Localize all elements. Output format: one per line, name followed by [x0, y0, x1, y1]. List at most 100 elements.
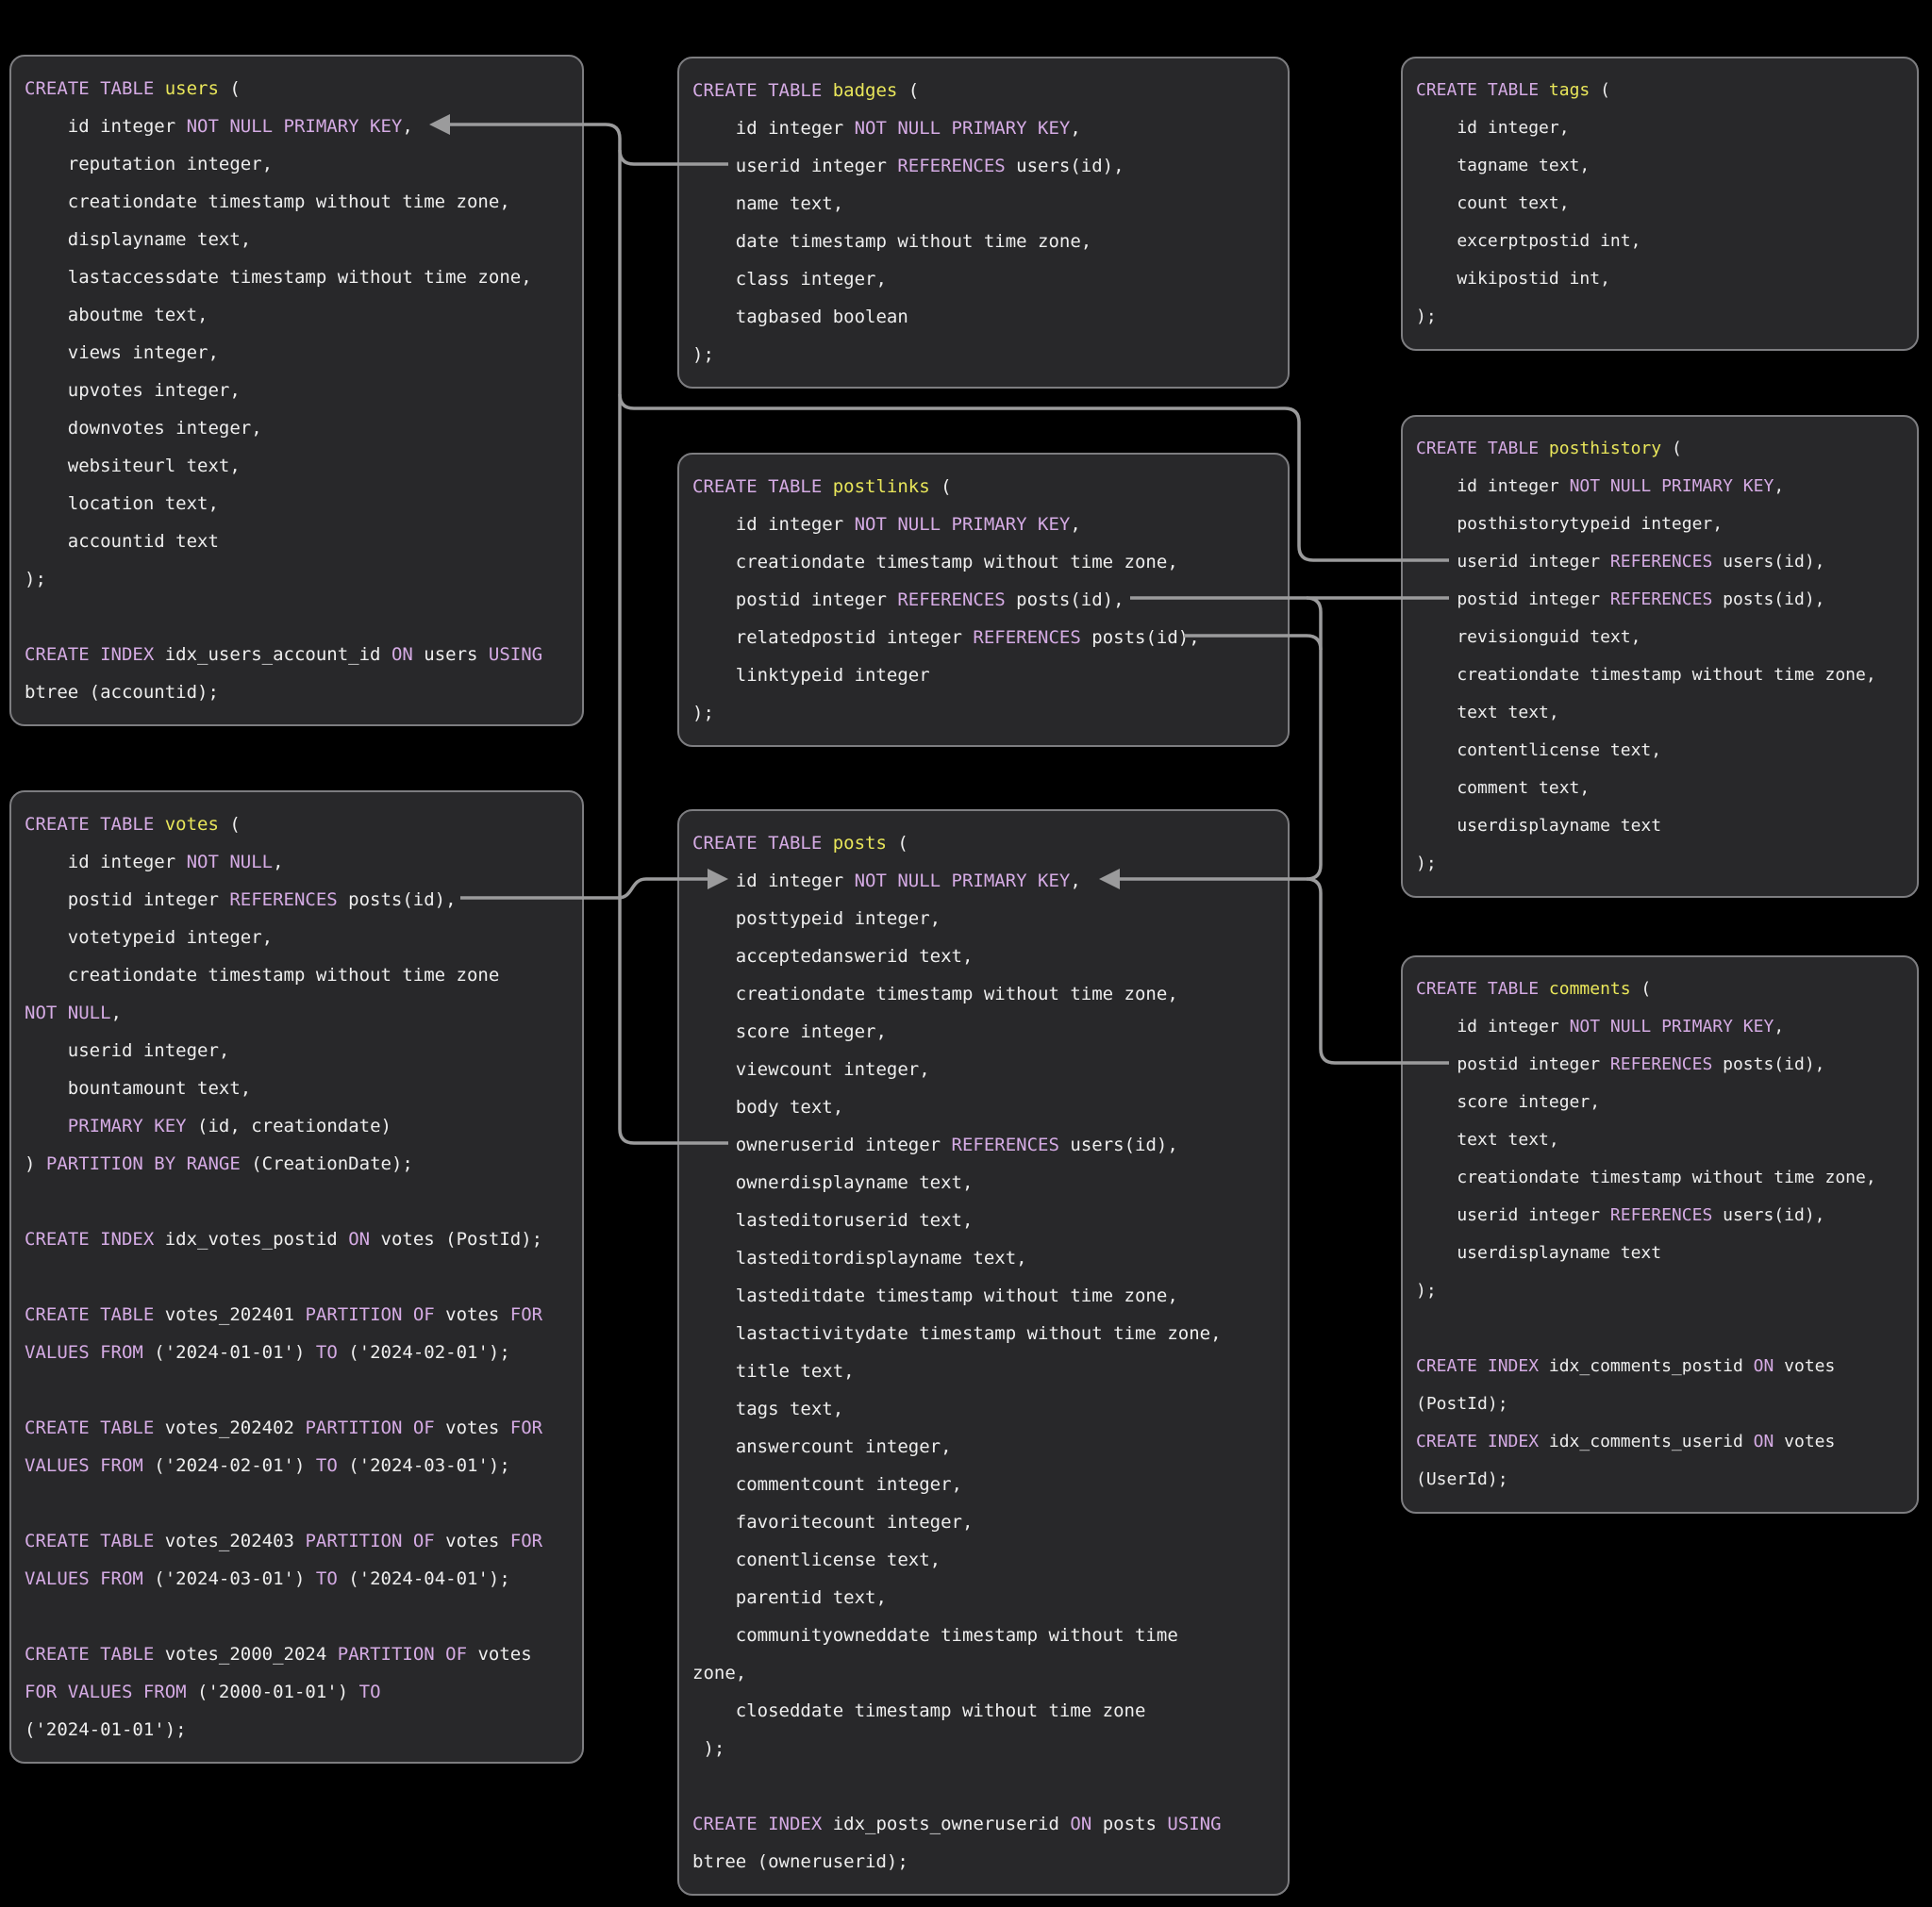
sql-line: userid integer REFERENCES users(id), — [1416, 543, 1904, 581]
sql-line: location text, — [25, 485, 569, 522]
table-box-posts: CREATE TABLE posts ( id integer NOT NULL… — [677, 809, 1290, 1896]
table-box-votes: CREATE TABLE votes ( id integer NOT NULL… — [9, 790, 584, 1764]
sql-text: name text, — [692, 193, 844, 214]
sql-line: comment text, — [1416, 770, 1904, 807]
sql-line: excerptpostid int, — [1416, 223, 1904, 260]
sql-keyword: TO — [315, 1342, 338, 1363]
sql-line: text text, — [1416, 694, 1904, 732]
sql-line: commentcount integer, — [692, 1466, 1274, 1503]
sql-line: CREATE TABLE votes_202403 PARTITION OF v… — [25, 1522, 569, 1560]
sql-text: ); — [1416, 854, 1437, 873]
sql-text: , — [273, 852, 284, 872]
sql-keyword: CREATE INDEX — [25, 644, 155, 665]
sql-text: ('2024-03-01'); — [337, 1455, 510, 1476]
sql-text: bountamount text, — [25, 1078, 252, 1099]
sql-line: votetypeid integer, — [25, 919, 569, 956]
sql-line: creationdate timestamp without time zone… — [692, 975, 1274, 1013]
sql-keyword: CREATE TABLE — [25, 78, 165, 99]
sql-text: reputation integer, — [25, 154, 274, 174]
sql-text: idx_posts_owneruserid — [822, 1814, 1071, 1834]
sql-line: lastactivitydate timestamp without time … — [692, 1315, 1274, 1352]
sql-line: parentid text, — [692, 1579, 1274, 1617]
sql-keyword: CREATE INDEX — [692, 1814, 823, 1834]
sql-line — [25, 1371, 569, 1409]
sql-text: views integer, — [25, 342, 219, 363]
sql-keyword: ON — [391, 644, 413, 665]
sql-text: excerptpostid int, — [1416, 231, 1641, 251]
sql-line: id integer NOT NULL PRIMARY KEY, — [692, 506, 1274, 543]
sql-line: postid integer REFERENCES posts(id), — [692, 581, 1274, 619]
sql-text: ) — [25, 1153, 46, 1174]
sql-text: creationdate timestamp without time zone… — [25, 191, 510, 212]
sql-text: ('2024-04-01'); — [337, 1568, 510, 1589]
sql-line: reputation integer, — [25, 145, 569, 183]
sql-text: votes — [467, 1644, 532, 1665]
sql-line: name text, — [692, 185, 1274, 223]
sql-text: upvotes integer, — [25, 380, 241, 401]
sql-text: id integer — [692, 118, 855, 139]
sql-line: CREATE TABLE posthistory ( — [1416, 430, 1904, 468]
sql-keyword: CREATE TABLE — [1416, 80, 1549, 100]
table-name: posthistory — [1548, 439, 1662, 458]
table-name: votes — [164, 814, 219, 835]
sql-line: ); — [1416, 845, 1904, 883]
sql-text: posts(id), — [337, 889, 457, 910]
sql-line: PRIMARY KEY (id, creationdate) — [25, 1107, 569, 1145]
sql-text: ('2024-02-01'); — [337, 1342, 510, 1363]
sql-keyword: NOT NULL PRIMARY KEY — [854, 514, 1071, 535]
sql-text: btree (owneruserid); — [692, 1851, 908, 1872]
sql-keyword: CREATE INDEX — [1416, 1432, 1540, 1451]
sql-text: userid integer — [692, 156, 898, 176]
sql-keyword: CREATE TABLE — [1416, 439, 1549, 458]
sql-text — [25, 1116, 68, 1136]
sql-line: tagbased boolean — [692, 298, 1274, 336]
sql-line: ('2024-01-01'); — [25, 1711, 569, 1749]
sql-line: ); — [1416, 298, 1904, 336]
sql-text: tags text, — [692, 1399, 844, 1419]
sql-line — [25, 1484, 569, 1522]
table-name: users — [164, 78, 219, 99]
sql-keyword: REFERENCES — [897, 156, 1006, 176]
sql-text: ( — [886, 833, 908, 854]
sql-line: CREATE TABLE votes ( — [25, 805, 569, 843]
sql-line: (UserId); — [1416, 1461, 1904, 1499]
sql-text: ( — [1630, 979, 1652, 999]
sql-text: lasteditdate timestamp without time zone… — [692, 1285, 1178, 1306]
sql-text: ); — [692, 344, 714, 365]
sql-line: owneruserid integer REFERENCES users(id)… — [692, 1126, 1274, 1164]
sql-keyword: ON — [1753, 1432, 1774, 1451]
sql-keyword: NOT NULL — [25, 1003, 111, 1023]
sql-line: ); — [25, 560, 569, 598]
sql-text: ); — [1416, 1281, 1437, 1301]
sql-line — [692, 1767, 1274, 1805]
sql-text: ('2000-01-01') — [186, 1682, 359, 1702]
sql-text: lasteditordisplayname text, — [692, 1248, 1027, 1269]
sql-line: relatedpostid integer REFERENCES posts(i… — [692, 619, 1274, 656]
sql-text: parentid text, — [692, 1587, 887, 1608]
sql-keyword: REFERENCES — [951, 1135, 1059, 1155]
sql-text: creationdate timestamp without time zone… — [1416, 1168, 1876, 1187]
table-name: comments — [1548, 979, 1631, 999]
sql-keyword: REFERENCES — [897, 589, 1006, 610]
sql-keyword: CREATE TABLE — [25, 1644, 155, 1665]
sql-text: closeddate timestamp without time zone — [692, 1700, 1146, 1721]
sql-line: postid integer REFERENCES posts(id), — [1416, 1046, 1904, 1084]
sql-line — [25, 598, 569, 636]
sql-keyword: CREATE TABLE — [25, 1304, 155, 1325]
sql-text: users(id), — [1712, 1205, 1825, 1225]
sql-text: creationdate timestamp without time zone… — [1416, 665, 1876, 685]
sql-keyword: REFERENCES — [1609, 589, 1713, 609]
sql-keyword: PARTITION OF — [305, 1418, 435, 1438]
sql-text: id integer — [692, 871, 855, 891]
sql-text: , — [1070, 118, 1081, 139]
sql-line: id integer NOT NULL PRIMARY KEY, — [1416, 468, 1904, 506]
sql-text: id integer — [25, 116, 187, 137]
sql-text: class integer, — [692, 269, 887, 290]
sql-text: users(id), — [1005, 156, 1124, 176]
sql-line: closeddate timestamp without time zone — [692, 1692, 1274, 1730]
sql-text: (PostId); — [1416, 1394, 1508, 1414]
sql-text: ('2024-02-01') — [142, 1455, 316, 1476]
sql-line: CREATE TABLE tags ( — [1416, 72, 1904, 109]
sql-text: ownerdisplayname text, — [692, 1172, 974, 1193]
